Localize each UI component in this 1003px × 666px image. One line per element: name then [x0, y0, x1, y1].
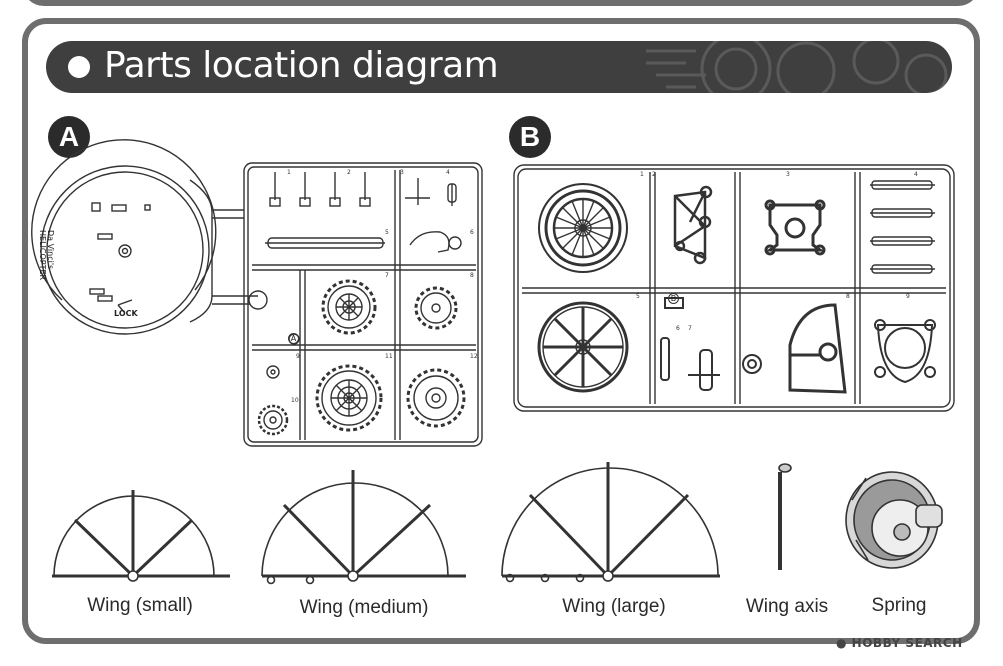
sprue-a [31, 139, 483, 447]
watermark-text: HOBBY SEARCH [851, 636, 963, 650]
wing-small-drawing [52, 490, 230, 582]
sprue-a-gear-large [321, 279, 377, 335]
watermark-logo-icon: ● [836, 636, 847, 650]
part-number-b1: 1 [640, 171, 644, 178]
caption-wing-large: Wing (large) [562, 596, 666, 617]
wing-medium-drawing [261, 470, 466, 585]
part-number-a5: 5 [385, 229, 389, 236]
wing-axis-drawing [778, 463, 792, 570]
caption-spring: Spring [871, 595, 927, 616]
part-number-b6: 6 [676, 325, 680, 332]
part-number-a8: 8 [470, 272, 474, 279]
part-number-a6: 6 [470, 229, 474, 236]
part-number-a11: 11 [385, 353, 393, 360]
caption-wing-axis: Wing axis [745, 596, 829, 617]
part-number-b9: 9 [906, 293, 910, 300]
sprue-b-rods [870, 180, 935, 274]
sprue-b-fan [788, 303, 847, 394]
gear-decoration-icon [646, 41, 948, 93]
part-number-b8: 8 [846, 293, 850, 300]
part-number-a3: 3 [400, 169, 404, 176]
sprue-b-wheel-disc [538, 183, 628, 273]
part-number-b7: 7 [688, 325, 692, 332]
part-number-a10: 10 [291, 397, 299, 404]
sprue-a-gear-xl [315, 364, 383, 432]
cover-label: Da Vinci's HELICOPTER [38, 230, 55, 281]
sprue-b-small-parts [660, 297, 762, 391]
part-number-a9: 9 [296, 353, 300, 360]
header-bar: Parts location diagram [46, 41, 952, 93]
part-number-a4: 4 [446, 169, 450, 176]
sprue-a-gear-medium [414, 286, 458, 330]
sprue-a-tag: A [288, 333, 299, 344]
caption-wing-medium: Wing (medium) [299, 597, 429, 618]
hobby-search-watermark: ● HOBBY SEARCH [836, 636, 963, 650]
part-number-b3: 3 [786, 171, 790, 178]
base-cover-part [31, 139, 217, 335]
wing-large-drawing [501, 462, 720, 583]
cover-label-line1: Da Vinci's [46, 230, 55, 270]
cover-label-line2: HELICOPTER [38, 230, 47, 281]
part-number-b4: 4 [914, 171, 918, 178]
part-number-b2: 2 [652, 171, 656, 178]
spring-drawing [845, 471, 943, 569]
page-title: Parts location diagram [104, 45, 499, 86]
lock-label: LOCK [114, 309, 138, 318]
part-number-a2: 2 [347, 169, 351, 176]
section-a-badge: A [48, 116, 90, 158]
part-number-a1: 1 [287, 169, 291, 176]
sprue-b-tag: B [668, 293, 679, 304]
part-number-a7: 7 [385, 272, 389, 279]
section-b-badge: B [509, 116, 551, 158]
sprue-b-truss [673, 185, 713, 265]
sprue-b-spoke-wheel [537, 301, 629, 393]
parts-panel-frame [22, 18, 980, 644]
sprue-b-bracket [764, 199, 826, 256]
sprue-a-gear-wheel [406, 368, 466, 428]
part-number-a12: 12 [470, 353, 478, 360]
part-number-b5: 5 [636, 293, 640, 300]
sprue-b-housing [874, 319, 936, 384]
bullet-icon [68, 56, 90, 78]
sprue-a-gear-small [257, 404, 289, 436]
caption-wing-small: Wing (small) [87, 595, 193, 616]
sprue-b [513, 164, 955, 412]
sprue-a-pins [269, 172, 371, 207]
